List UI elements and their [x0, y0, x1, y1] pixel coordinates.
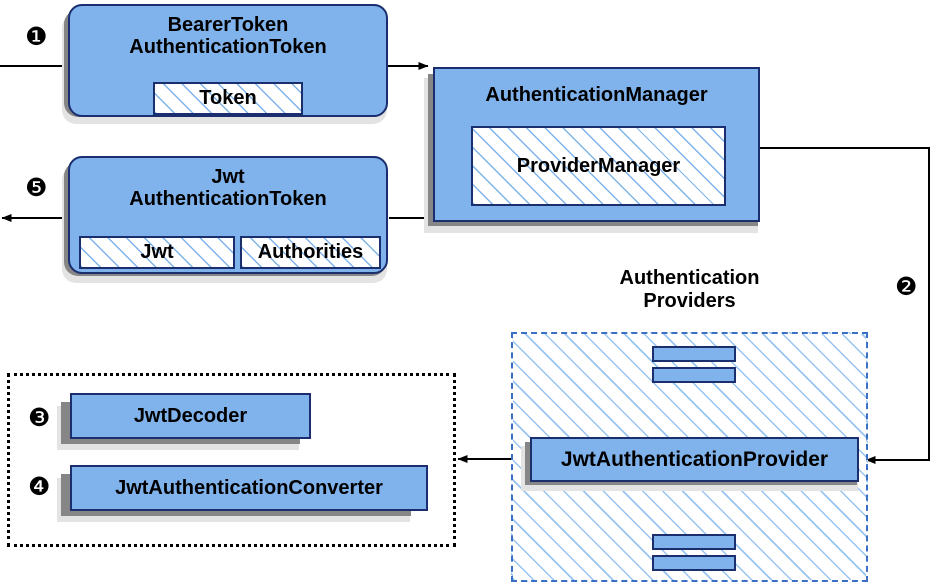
bearer-token-line1: BearerToken — [167, 14, 289, 36]
provider-manager-chip[interactable]: ProviderManager — [471, 126, 726, 206]
jwt-authentication-token-line2: AuthenticationToken — [129, 188, 327, 211]
other-provider-bar-top-2 — [652, 367, 736, 383]
jwt-decoder-node[interactable]: JwtDecoder — [70, 393, 311, 439]
step-marker-1: ❶ — [25, 22, 48, 51]
step-marker-3: ❸ — [28, 403, 51, 432]
jwt-authentication-token-node[interactable]: Jwt AuthenticationToken Jwt Authorities — [68, 156, 388, 274]
jwt-authentication-token-line1: Jwt — [211, 166, 245, 188]
jwt-support-region — [7, 373, 456, 547]
jwt-authentication-converter-node[interactable]: JwtAuthenticationConverter — [70, 465, 428, 511]
jwt-authentication-provider-node[interactable]: JwtAuthenticationProvider — [530, 437, 859, 482]
jwt-chip[interactable]: Jwt — [79, 236, 235, 269]
token-chip-label: Token — [199, 87, 257, 110]
step-marker-5: ❺ — [25, 173, 48, 202]
jwt-authentication-provider-label: JwtAuthenticationProvider — [560, 447, 829, 471]
jwt-authentication-converter-label: JwtAuthenticationConverter — [115, 476, 383, 499]
authentication-providers-caption-line1: Authentication — [619, 267, 760, 289]
authorities-chip[interactable]: Authorities — [240, 236, 381, 269]
authentication-providers-caption: Authentication Providers — [511, 267, 868, 313]
bearer-token-line2: AuthenticationToken — [129, 36, 327, 59]
authorities-chip-label: Authorities — [257, 241, 364, 264]
bearer-token-authentication-token-node[interactable]: BearerToken AuthenticationToken Token — [68, 4, 388, 117]
token-chip[interactable]: Token — [153, 82, 303, 115]
other-provider-bar-bottom-1 — [652, 534, 736, 550]
authentication-manager-node[interactable]: AuthenticationManager ProviderManager — [433, 67, 760, 222]
step-marker-2: ❷ — [895, 272, 918, 301]
authentication-providers-caption-line2: Providers — [643, 289, 736, 312]
other-provider-bar-top-1 — [652, 346, 736, 362]
jwt-chip-label: Jwt — [140, 241, 174, 264]
jwt-decoder-label: JwtDecoder — [133, 404, 248, 427]
authentication-manager-title: AuthenticationManager — [485, 84, 708, 106]
step-marker-4: ❹ — [28, 472, 51, 501]
provider-manager-label: ProviderManager — [516, 154, 681, 177]
other-provider-bar-bottom-2 — [652, 555, 736, 571]
